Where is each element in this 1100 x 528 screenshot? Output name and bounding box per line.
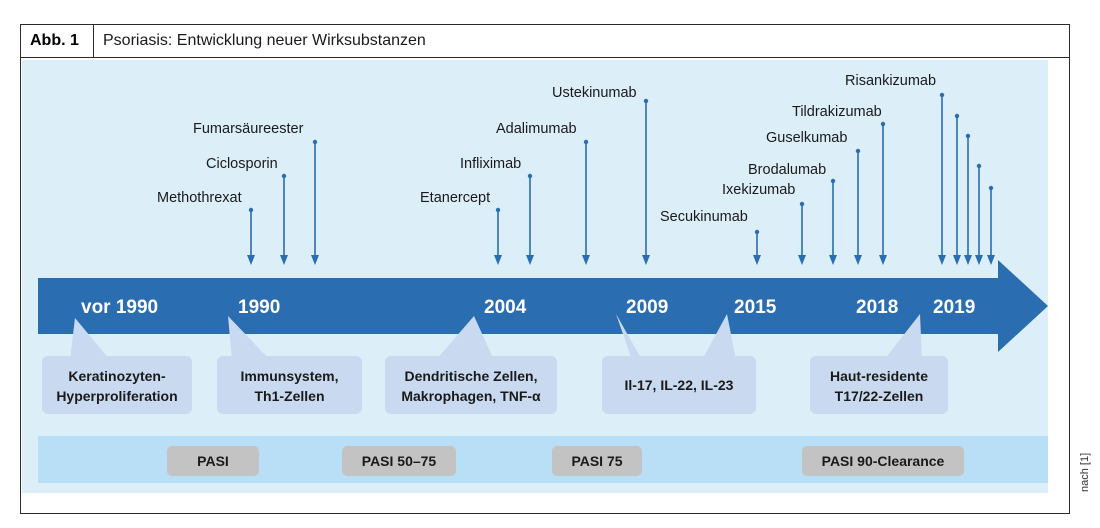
endpoint-box	[552, 446, 642, 476]
callout-box	[217, 356, 362, 414]
drug-label: Brodalumab	[748, 162, 826, 178]
drug-arrowhead	[526, 255, 534, 265]
drug-label: Guselkumab	[766, 130, 847, 146]
drug-label: Etanercept	[420, 190, 490, 206]
timeline-panel: vor 1990 1990 2004 2009 2015 2018 2019 Methothr…	[22, 60, 1070, 514]
panel-background	[22, 60, 1048, 493]
drug-stem-dot	[954, 113, 960, 119]
drug-arrowhead	[987, 255, 995, 265]
drug-arrowhead	[879, 255, 887, 265]
year-label: 2015	[734, 297, 777, 318]
callout-text: T17/22-Zellen	[835, 388, 924, 404]
drug-stem-dot	[527, 173, 533, 179]
endpoint-box	[342, 446, 456, 476]
timeline-diagram: vor 1990 1990 2004 2009 2015 2018 2019 Methothr…	[22, 60, 1048, 493]
drug-arrowhead	[829, 255, 837, 265]
drug-arrowhead	[953, 255, 961, 265]
endpoint-label: PASI	[197, 453, 229, 469]
drug-label: Ustekinumab	[552, 85, 637, 101]
callout-pointer	[436, 316, 494, 360]
endpoint-label: PASI 50–75	[362, 453, 437, 469]
drug-arrowhead	[247, 255, 255, 265]
year-label: 1990	[238, 297, 280, 318]
endpoint-label: PASI 90-Clearance	[822, 453, 945, 469]
callout-pointer	[228, 316, 270, 360]
drug-label: Ixekizumab	[722, 182, 795, 198]
figure-header: Abb. 1 Psoriasis: Entwicklung neuer Wirk…	[21, 25, 1069, 58]
callout-text: Dendritische Zellen,	[404, 368, 537, 384]
year-label: vor 1990	[81, 297, 158, 318]
drug-arrowhead	[494, 255, 502, 265]
callout-text: Haut-residente	[830, 368, 928, 384]
drug-stem-dot	[248, 207, 254, 213]
figure-title: Psoriasis: Entwicklung neuer Wirksubstan…	[103, 32, 426, 49]
callout-pointer	[884, 314, 922, 360]
credit-note: nach [1]	[1079, 452, 1091, 492]
drug-arrowhead	[975, 255, 983, 265]
drug-stem-dot	[965, 133, 971, 139]
year-label: 2009	[626, 297, 668, 318]
endpoint-box	[167, 446, 259, 476]
drug-label: Secukinumab	[660, 209, 748, 225]
drug-arrowhead	[582, 255, 590, 265]
timeline-arrow	[38, 260, 1048, 352]
callout-pointer	[616, 314, 642, 360]
callout-text: Th1-Zellen	[254, 388, 324, 404]
callout-text: Immunsystem,	[240, 368, 338, 384]
drug-stem-dot	[880, 121, 886, 127]
drug-stem-dot	[281, 173, 287, 179]
drug-stem-dot	[799, 201, 805, 207]
drug-arrowhead	[311, 255, 319, 265]
figure-number: Abb. 1	[21, 25, 94, 57]
callout-text: Il-17, IL-22, IL-23	[625, 377, 734, 393]
callout-box	[42, 356, 192, 414]
callout-pointer	[70, 318, 110, 360]
drug-arrowhead	[280, 255, 288, 265]
endpoint-label: PASI 75	[571, 453, 622, 469]
drug-label: Adalimumab	[496, 121, 577, 137]
drug-label: Infliximab	[460, 156, 521, 172]
drug-arrowhead	[964, 255, 972, 265]
drug-label: Tildrakizumab	[792, 104, 882, 120]
callout-box	[810, 356, 948, 414]
drug-arrowhead	[938, 255, 946, 265]
drug-stem-dot	[495, 207, 501, 213]
callout-text: Keratinozyten-	[68, 368, 166, 384]
drug-stem-dot	[976, 163, 982, 169]
drug-stem-dot	[643, 98, 649, 104]
drug-stem-dot	[583, 139, 589, 145]
drug-stem-dot	[939, 92, 945, 98]
drug-stem-dot	[830, 178, 836, 184]
drug-label: Ciclosporin	[206, 156, 278, 172]
drug-label: Methothrexat	[157, 190, 242, 206]
callout-pointer	[702, 314, 736, 360]
drug-arrowhead	[798, 255, 806, 265]
drug-stem-dot	[988, 185, 994, 191]
year-label: 2004	[484, 297, 527, 318]
drug-stem-dot	[855, 148, 861, 154]
callout-box	[385, 356, 557, 414]
drug-stem-dot	[312, 139, 318, 145]
callout-text: Makrophagen, TNF-α	[401, 388, 541, 404]
drug-label: Risankizumab	[845, 73, 936, 89]
drug-label: Fumarsäureester	[193, 121, 304, 137]
drug-arrowhead	[854, 255, 862, 265]
year-label: 2019	[933, 297, 975, 318]
callout-box	[602, 356, 756, 414]
drug-arrowhead	[753, 255, 761, 265]
drug-arrowhead	[642, 255, 650, 265]
drug-stem-dot	[754, 229, 760, 235]
endpoint-box	[802, 446, 964, 476]
callout-text: Hyperproliferation	[56, 388, 177, 404]
year-label: 2018	[856, 297, 898, 318]
